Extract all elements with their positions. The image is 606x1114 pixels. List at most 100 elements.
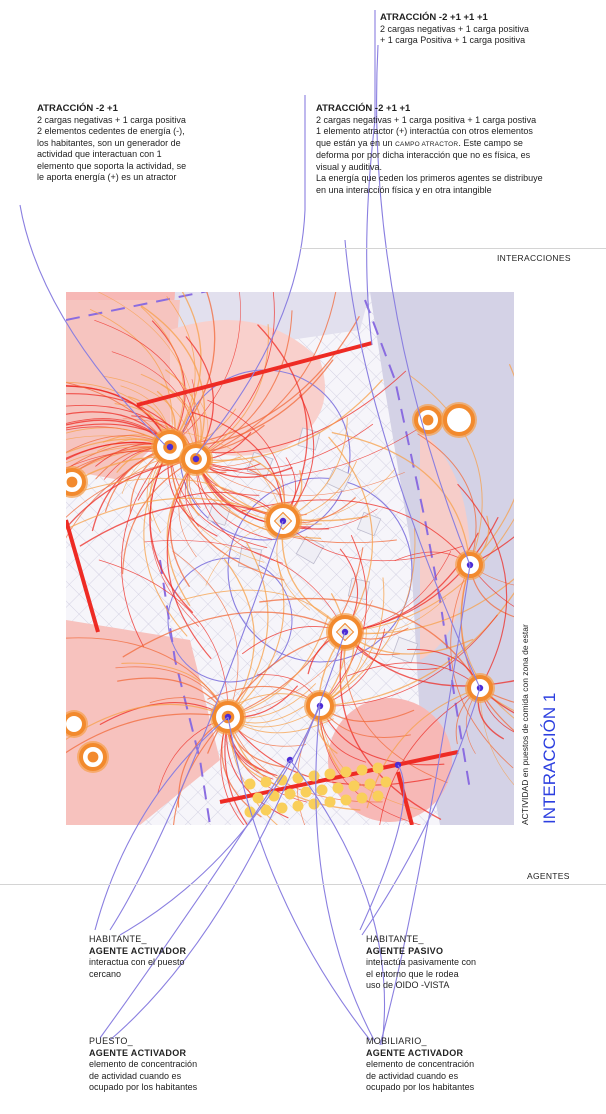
leader-line bbox=[99, 759, 291, 1039]
leader-line bbox=[359, 764, 405, 931]
interaction-strand bbox=[195, 458, 284, 564]
interaction-strand bbox=[166, 458, 197, 606]
interaction-strand bbox=[479, 687, 514, 712]
agent-core bbox=[87, 751, 99, 763]
note-title: ATRACCIÓN -2 +1 +1 bbox=[316, 103, 411, 114]
attraction-field bbox=[227, 477, 413, 663]
interaction-strand bbox=[169, 292, 216, 448]
interaction-strand bbox=[339, 631, 442, 820]
note-line: 2 elementos cedentes de energía (-), bbox=[37, 126, 185, 136]
boundary-line bbox=[364, 299, 471, 791]
interaction-strand bbox=[227, 541, 269, 718]
interaction-strand bbox=[344, 578, 514, 634]
agent-dot bbox=[192, 455, 200, 463]
interaction-title: INTERACCIÓN 1 bbox=[540, 692, 559, 824]
interaction-strand bbox=[319, 577, 385, 707]
leader-line bbox=[109, 631, 346, 1041]
note-line: actividad que interactuan con 1 bbox=[37, 149, 162, 159]
note-middle: ATRACCIÓN -2 +1 +1 2 cargas negativas + … bbox=[316, 103, 543, 196]
interaction-strand bbox=[319, 527, 416, 707]
agent-desc: el entorno que le rodea bbox=[366, 968, 459, 979]
leader-line bbox=[195, 95, 306, 456]
active-wall bbox=[396, 771, 414, 825]
leader-line bbox=[109, 520, 284, 931]
interaction-strand bbox=[319, 705, 421, 825]
seat-dot bbox=[276, 802, 288, 814]
seat-dot bbox=[356, 792, 368, 804]
agent-desc: de actividad cuando es bbox=[89, 1070, 182, 1081]
interaction-strand bbox=[195, 324, 269, 460]
agent-desc: cercano bbox=[89, 968, 122, 979]
pink-zone-tree bbox=[170, 320, 325, 456]
note-line: + 1 carga Positiva + 1 carga positiva bbox=[380, 35, 526, 45]
seat-dot bbox=[268, 790, 280, 802]
agent-desc: elemento de concentración bbox=[366, 1059, 475, 1069]
interaction-strand bbox=[140, 306, 184, 448]
agent-type: PUESTO_ bbox=[89, 1036, 133, 1046]
interaction-strand bbox=[344, 631, 514, 687]
interaction-strand bbox=[169, 292, 241, 448]
seat-dot bbox=[324, 768, 336, 780]
interaction-strand bbox=[66, 713, 229, 754]
seat-dot bbox=[308, 770, 320, 782]
seat-dot bbox=[340, 794, 352, 806]
seat-dot bbox=[244, 806, 256, 818]
interaction-strand bbox=[227, 615, 329, 718]
interaction-strand bbox=[195, 420, 431, 476]
seat-dot bbox=[372, 790, 384, 802]
section-interacciones: INTERACCIONES bbox=[497, 253, 571, 263]
note-left: ATRACCIÓN -2 +1 2 cargas negativas + 1 c… bbox=[37, 103, 186, 184]
interaction-strand bbox=[460, 564, 514, 719]
interaction-strand bbox=[66, 637, 229, 718]
boundary-line bbox=[66, 292, 209, 321]
attraction-field bbox=[167, 557, 293, 683]
interaction-strand bbox=[331, 431, 471, 566]
agent-role: AGENTE ACTIVADOR bbox=[366, 1047, 464, 1058]
activity-caption: ACTIVIDAD en puestos de comida con zona … bbox=[520, 624, 530, 825]
agent-role: AGENTE PASIVO bbox=[366, 945, 444, 956]
interaction-strand bbox=[319, 705, 445, 766]
interaction-strand bbox=[408, 374, 483, 566]
interaction-strand bbox=[121, 458, 197, 575]
interaction-strand bbox=[469, 364, 514, 566]
note-line: 2 cargas negativas + 1 carga positiva bbox=[37, 114, 186, 125]
agent-desc: interactua con el puesto bbox=[89, 957, 185, 967]
leader-line bbox=[361, 687, 481, 936]
agent-habitante-activador: HABITANTE_ AGENTE ACTIVADOR interactua c… bbox=[89, 934, 186, 980]
interaction-strand bbox=[79, 503, 284, 547]
seat-dot bbox=[372, 762, 384, 774]
agent-ring bbox=[443, 404, 475, 436]
interaction-strand bbox=[97, 292, 198, 460]
interaction-strand bbox=[344, 518, 514, 633]
note-top-right: ATRACCIÓN -2 +1 +1 +1 2 cargas negativas… bbox=[380, 12, 529, 47]
pink-zone-bottom bbox=[328, 698, 452, 822]
interaction-strand bbox=[195, 379, 383, 461]
note-line: La energía que ceden los primeros agente… bbox=[316, 173, 543, 183]
leader-line bbox=[94, 716, 229, 931]
interaction-strand bbox=[195, 423, 374, 470]
note-line: elemento que soporta la actividad, se bbox=[37, 160, 187, 171]
interaction-strand bbox=[195, 292, 275, 460]
floor-plan bbox=[66, 292, 514, 825]
interaction-strand bbox=[319, 614, 498, 707]
interaction-strand bbox=[347, 662, 481, 689]
note-line: que están ya en un CAMPO ATRACTOR. Este … bbox=[316, 138, 543, 151]
note-line: 2 cargas negativas + 1 carga positiva bbox=[380, 23, 529, 34]
interaction-strand bbox=[220, 716, 245, 825]
active-wall bbox=[136, 341, 373, 407]
interaction-strand bbox=[195, 310, 293, 460]
note-text: . Este campo se bbox=[458, 137, 523, 148]
interaction-strand bbox=[121, 446, 171, 648]
seat-dot bbox=[292, 772, 304, 784]
agent-desc: de actividad cuando es bbox=[366, 1070, 459, 1081]
interaction-strand bbox=[66, 382, 171, 448]
agent-role: AGENTE ACTIVADOR bbox=[89, 945, 187, 956]
interaction-strand bbox=[179, 589, 346, 633]
leader-line bbox=[344, 239, 481, 689]
interaction-strand bbox=[319, 535, 367, 707]
section-agentes: AGENTES bbox=[527, 871, 570, 881]
seat-dot bbox=[316, 784, 328, 796]
interaction-strand bbox=[66, 445, 171, 464]
seat-dot bbox=[300, 786, 312, 798]
note-line: le aporta energía (+) es un atractor bbox=[37, 172, 177, 182]
